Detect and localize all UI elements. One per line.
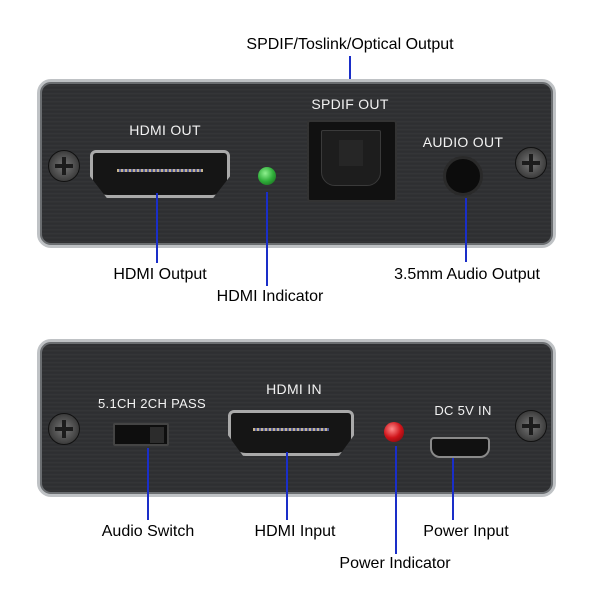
audio-jack [443,156,483,196]
callout-line-power-indicator [395,446,397,554]
callout-hdmi-indicator: HDMI Indicator [216,288,324,305]
micro-usb-port [430,437,490,458]
screw-icon [48,413,80,445]
screw-icon [48,150,80,182]
hdmi-indicator-led [258,167,276,185]
screw-icon [515,410,547,442]
callout-audio-switch: Audio Switch [101,523,195,540]
audio-switch [113,423,169,446]
callout-line-hdmi-indicator [266,192,268,286]
label-hdmi-in: HDMI IN [266,381,322,397]
optical-port [307,120,397,202]
label-dc-in: DC 5V IN [434,403,492,418]
callout-line-hdmi-output [156,193,158,263]
callout-audio-output: 3.5mm Audio Output [394,266,540,283]
screw-icon [515,147,547,179]
callout-line-audio-switch [147,448,149,520]
callout-line-audio-output [465,198,467,262]
callout-power-indicator: Power Indicator [339,555,451,572]
hdmi-in-port [228,410,354,456]
label-audio-switch: 5.1CH 2CH PASS [98,396,206,411]
callout-power-input: Power Input [423,523,509,540]
label-spdif-out: SPDIF OUT [311,96,389,112]
label-audio-out: AUDIO OUT [422,134,504,150]
label-hdmi-out: HDMI OUT [129,122,201,138]
power-indicator-led [384,422,404,442]
callout-spdif: SPDIF/Toslink/Optical Output [246,36,454,53]
callout-line-spdif [349,56,351,98]
callout-line-hdmi-input [286,452,288,520]
hdmi-out-port [90,150,230,198]
callout-hdmi-input: HDMI Input [254,523,336,540]
callout-line-power-input [452,458,454,520]
callout-hdmi-output: HDMI Output [113,266,207,283]
